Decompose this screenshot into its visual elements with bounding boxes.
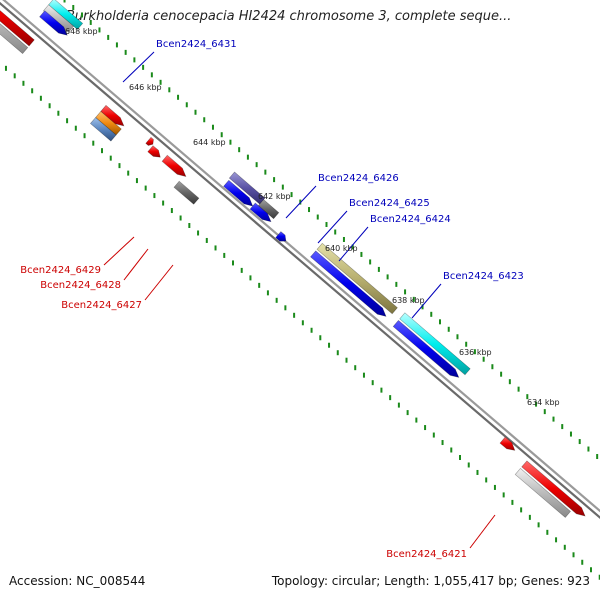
gene-feature[interactable]: [89, 117, 117, 142]
gene-labels: Bcen2424_6431Bcen2424_6426Bcen2424_6425B…: [20, 39, 524, 560]
gene-feature[interactable]: [521, 460, 586, 517]
gene-feature[interactable]: [147, 145, 161, 158]
gene-label[interactable]: Bcen2424_6423: [443, 271, 524, 282]
gene-feature[interactable]: [48, 0, 84, 30]
label-connector-line: [469, 514, 496, 549]
label-connector-line: [122, 51, 155, 83]
scale-label: 646 kbp: [129, 83, 162, 92]
accession-text: Accession: NC_008544: [9, 574, 146, 588]
gene-feature[interactable]: [173, 180, 200, 205]
label-connector-line: [338, 226, 369, 262]
scale-label: 640 kbp: [325, 244, 358, 253]
gene-feature[interactable]: [249, 202, 272, 223]
gene-feature[interactable]: [275, 231, 287, 242]
gene-feature[interactable]: [310, 250, 387, 317]
gene-label[interactable]: Bcen2424_6427: [61, 300, 142, 311]
gene-feature[interactable]: [0, 0, 29, 55]
gene-feature[interactable]: [399, 312, 471, 376]
label-connector-line: [285, 185, 317, 219]
gene-feature[interactable]: [499, 436, 516, 451]
gene-feature[interactable]: [42, 4, 75, 33]
label-connectors: [103, 51, 496, 549]
gene-feature[interactable]: [392, 319, 460, 378]
scale-label: 634 kbp: [527, 398, 560, 407]
gene-feature[interactable]: [161, 154, 187, 177]
gene-feature[interactable]: [316, 242, 398, 315]
label-connector-line: [317, 210, 348, 244]
gene-label[interactable]: Bcen2424_6425: [349, 198, 430, 209]
label-connector-line: [103, 236, 135, 266]
gene-label[interactable]: Bcen2424_6428: [40, 280, 121, 291]
gene-feature[interactable]: [514, 467, 571, 518]
gene-feature[interactable]: [145, 136, 154, 146]
map-title: Burkholderia cenocepacia HI2424 chromoso…: [66, 9, 512, 24]
gene-label[interactable]: Bcen2424_6431: [156, 39, 237, 50]
scale-label: 638 kbp: [392, 296, 425, 305]
scale-label: 644 kbp: [193, 138, 226, 147]
scale-labels: 648 kbp 646 kbp 644 kbp 642 kbp 640 kbp 638 k…: [65, 27, 560, 407]
gene-label[interactable]: Bcen2424_6421: [386, 549, 467, 560]
scale-label: 636 kbp: [459, 348, 492, 357]
scale-label: 642 kbp: [258, 192, 291, 201]
label-connector-line: [144, 264, 174, 301]
gene-feature[interactable]: [100, 104, 125, 127]
gene-label[interactable]: Bcen2424_6426: [318, 173, 399, 184]
gene-feature[interactable]: [223, 179, 254, 207]
gene-features: [0, 0, 586, 518]
backbone-stroke: [2, 0, 600, 513]
topology-summary-text: Topology: circular; Length: 1,055,417 bp…: [271, 574, 590, 588]
gene-feature[interactable]: [257, 199, 280, 220]
gene-label[interactable]: Bcen2424_6424: [370, 214, 451, 225]
gene-feature[interactable]: [0, 0, 35, 47]
gene-label[interactable]: Bcen2424_6429: [20, 265, 101, 276]
gene-feature[interactable]: [39, 10, 68, 36]
label-connector-line: [123, 248, 149, 281]
scale-label: 648 kbp: [65, 27, 98, 36]
label-connector-line: [411, 283, 442, 319]
